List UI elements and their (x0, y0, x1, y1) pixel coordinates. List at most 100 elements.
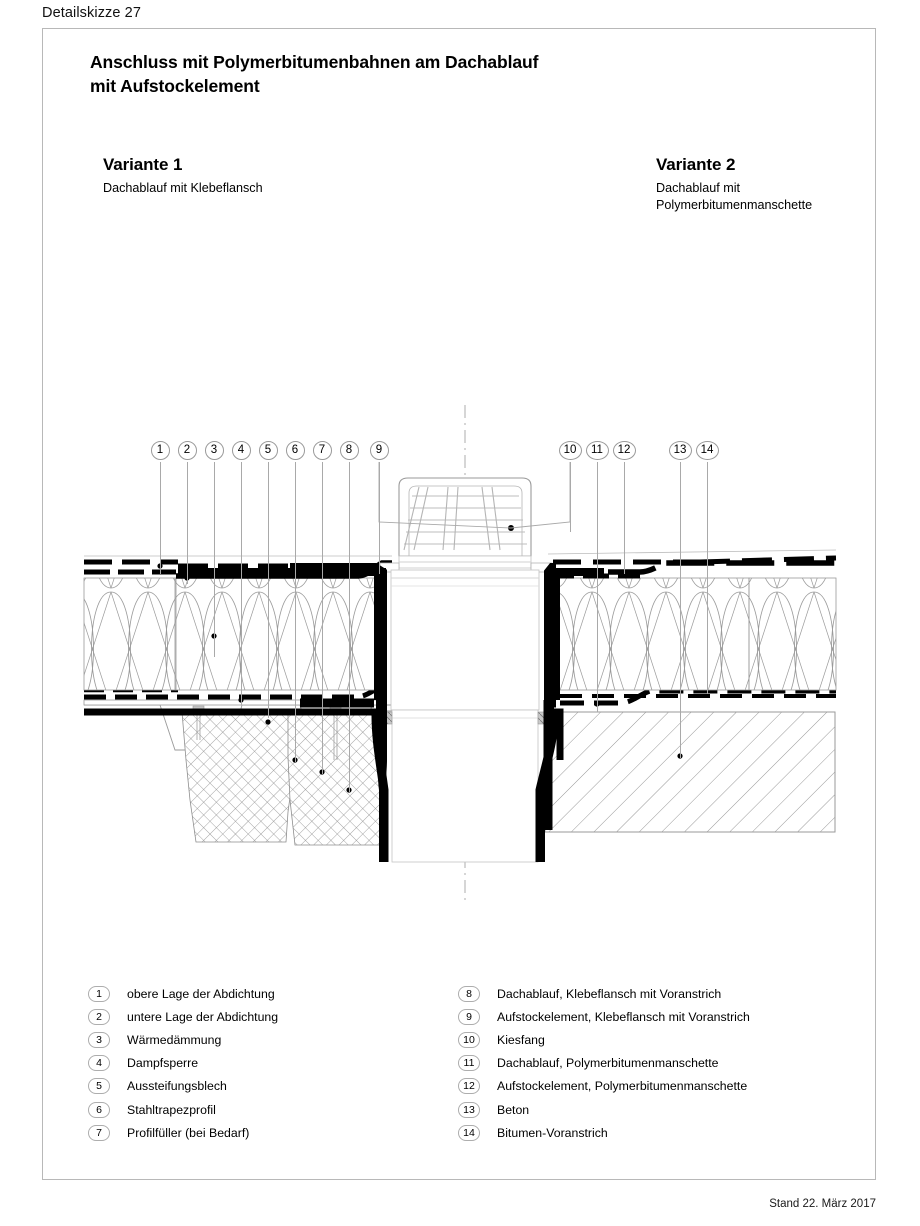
callout-marker-14: 14 (695, 441, 719, 460)
membrane-shaft-right (535, 570, 559, 862)
callout-leader-5 (268, 462, 269, 718)
footer-date: Stand 22. März 2017 (769, 1198, 876, 1210)
legend-column-left: 1 obere Lage der Abdichtung 2 untere Lage d… (88, 982, 278, 1144)
concrete-slab (544, 711, 836, 833)
variant-2-heading: Variante 2 (656, 155, 736, 174)
page-title-line2: mit Aufstockelement (90, 76, 260, 96)
gravel-guard-kiesfang (398, 477, 532, 569)
legend-number-1: 1 (88, 985, 110, 1002)
legend-row: 10 Kiesfang (458, 1028, 750, 1051)
legend-label-9: Aufstockelement, Klebeflansch mit Vorans… (497, 1009, 750, 1024)
variant-2-block: Variante 2 Dachablauf mit Polymerbitumen… (656, 155, 812, 213)
callout-leader-12 (624, 462, 625, 574)
legend-number-5: 5 (88, 1078, 110, 1095)
raising-element-shaft (390, 569, 540, 711)
legend-number-14: 14 (458, 1124, 480, 1141)
profile-filler (84, 711, 385, 846)
callout-leader-2 (187, 462, 188, 584)
legend-number-13: 13 (458, 1101, 480, 1118)
membrane-shaft-left (371, 570, 389, 862)
callout-leader-13 (680, 462, 681, 758)
legend-number-11: 11 (458, 1055, 480, 1072)
callout-leader-8 (349, 462, 350, 792)
legend-label-4: Dampfsperre (127, 1056, 199, 1071)
legend-row: 8 Dachablauf, Klebeflansch mit Voranstric… (458, 982, 750, 1005)
legend-label-2: untere Lage der Abdichtung (127, 1009, 279, 1024)
callout-marker-10: 10 (558, 441, 582, 460)
legend-row: 13 Beton (458, 1098, 750, 1121)
thermal-insulation-left (83, 577, 386, 691)
callout-leader-11 (597, 462, 598, 712)
upper-waterproof-layer-right (547, 549, 837, 565)
callout-marker-1: 1 (150, 441, 170, 460)
legend-row: 11 Dachablauf, Polymerbitumenmanschette (458, 1052, 750, 1075)
legend-number-2: 2 (88, 1008, 110, 1025)
right-deck-assembly (544, 549, 837, 833)
legend-number-3: 3 (88, 1031, 110, 1048)
callout-leader-6 (295, 462, 296, 762)
callout-leader-3 (214, 462, 215, 657)
legend-row: 12 Aufstockelement, Polymerbitumenmansche… (458, 1075, 750, 1098)
legend-number-12: 12 (458, 1078, 480, 1095)
legend-row: 1 obere Lage der Abdichtung (88, 982, 278, 1005)
legend-row: 5 Aussteifungsblech (88, 1075, 278, 1098)
legend-label-10: Kiesfang (497, 1032, 545, 1047)
deck-black-band-left (178, 568, 386, 576)
legend-number-4: 4 (88, 1055, 110, 1072)
thermal-insulation-right (555, 577, 837, 691)
callout-marker-12: 12 (612, 441, 636, 460)
variant-1-heading: Variante 1 (103, 155, 183, 174)
callout-leader-9 (379, 462, 380, 574)
leader-end-dots (157, 525, 683, 793)
variant-1-block: Variante 1 Dachablauf mit Klebeflansch (103, 155, 263, 197)
legend-label-8: Dachablauf, Klebeflansch mit Voranstrich (497, 986, 722, 1001)
legend-number-6: 6 (88, 1101, 110, 1118)
variant-2-sub2: Polymerbitumenmanschette (656, 197, 813, 212)
legend-number-9: 9 (458, 1008, 480, 1025)
document-label: Detailskizze 27 (42, 5, 142, 21)
legend-row: 9 Aufstockelement, Klebeflansch mit Voran… (458, 1005, 750, 1028)
legend-row: 2 untere Lage der Abdichtung (88, 1005, 278, 1028)
legend-number-8: 8 (458, 985, 480, 1002)
callout-marker-4: 4 (231, 441, 251, 460)
callout-marker-6: 6 (285, 441, 305, 460)
legend-row: 14 Bitumen-Voranstrich (458, 1121, 750, 1144)
callout-marker-8: 8 (339, 441, 359, 460)
drain-pipe (391, 709, 539, 863)
callout-leader-4 (241, 462, 242, 705)
legend-row: 6 Stahltrapezprofil (88, 1098, 278, 1121)
legend-number-10: 10 (458, 1031, 480, 1048)
variant-2-sub1: Dachablauf mit (656, 181, 740, 195)
legend-row: 3 Wärmedämmung (88, 1028, 278, 1051)
legend-label-14: Bitumen-Voranstrich (497, 1125, 608, 1140)
legend-label-3: Wärmedämmung (127, 1032, 222, 1047)
legend-label-13: Beton (497, 1102, 530, 1117)
legend-row: 4 Dampfsperre (88, 1052, 278, 1075)
page-title-line1: Anschluss mit Polymerbitumenbahnen am Da… (90, 52, 539, 72)
legend-column-right: 8 Dachablauf, Klebeflansch mit Voranstric… (458, 982, 750, 1144)
callout-leader-14 (707, 462, 708, 694)
callout-leader-10 (570, 462, 571, 532)
legend-label-12: Aufstockelement, Polymerbitumenmanschett… (497, 1079, 748, 1094)
legend-row: 7 Profilfüller (bei Bedarf) (88, 1121, 278, 1144)
legend-label-5: Aussteifungsblech (127, 1079, 227, 1094)
membrane-corner-left (84, 698, 378, 716)
callout-marker-3: 3 (204, 441, 224, 460)
legend-label-11: Dachablauf, Polymerbitumenmanschette (497, 1056, 719, 1071)
legend-label-6: Stahltrapezprofil (127, 1102, 216, 1117)
roof-drain-assembly (84, 477, 604, 863)
legend-label-1: obere Lage der Abdichtung (127, 986, 275, 1001)
callout-marker-13: 13 (668, 441, 692, 460)
title-block: Anschluss mit Polymerbitumenbahnen am Da… (90, 50, 770, 98)
legend-number-7: 7 (88, 1124, 110, 1141)
deck-black-band-right (548, 568, 604, 576)
callout-leader-7 (322, 462, 323, 774)
callout-leader-1 (160, 462, 161, 574)
variant-1-sub1: Dachablauf mit Klebeflansch (103, 181, 263, 195)
legend-label-7: Profilfüller (bei Bedarf) (127, 1125, 250, 1140)
callout-marker-5: 5 (258, 441, 278, 460)
callout-marker-11: 11 (585, 441, 609, 460)
callout-marker-2: 2 (177, 441, 197, 460)
